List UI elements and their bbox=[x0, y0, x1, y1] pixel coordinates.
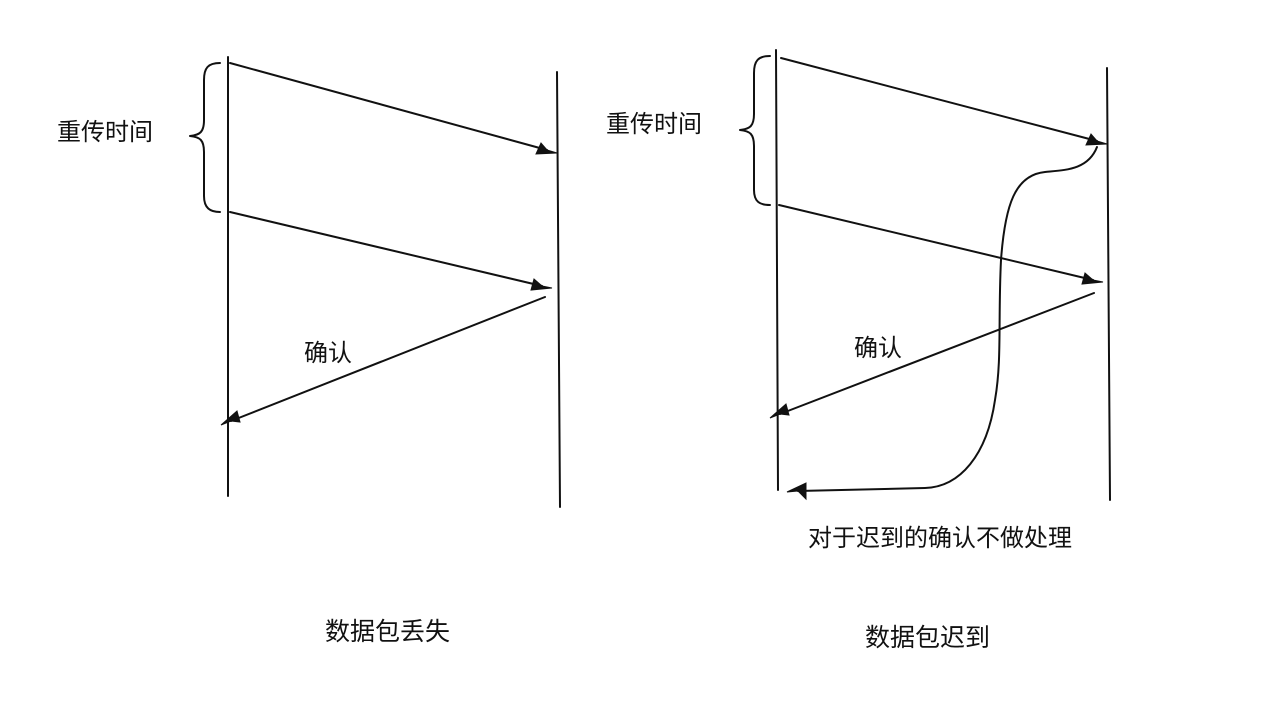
right-packet-arrow-1 bbox=[780, 57, 1108, 146]
right-receiver-timeline bbox=[1106, 67, 1111, 501]
left-packet-arrow-1 bbox=[229, 62, 558, 155]
left-ack-arrow bbox=[220, 296, 546, 426]
left-diagram: 重传时间 确认 数据包丢失 bbox=[57, 56, 561, 646]
right-diagram: 重传时间 确认 对于迟到的确认不做处理 数据包迟到 bbox=[606, 49, 1111, 652]
right-ack-arrow bbox=[769, 292, 1095, 419]
right-late-ack-note: 对于迟到的确认不做处理 bbox=[808, 524, 1072, 552]
left-packet-arrow-2 bbox=[229, 211, 553, 291]
right-retransmit-brace bbox=[739, 55, 771, 206]
right-brace-label: 重传时间 bbox=[606, 110, 702, 138]
right-sender-timeline bbox=[775, 49, 779, 491]
left-brace-label: 重传时间 bbox=[57, 118, 153, 146]
right-late-ack-arrow bbox=[786, 146, 1098, 501]
left-retransmit-brace bbox=[189, 62, 221, 213]
right-packet-arrow-2 bbox=[778, 204, 1104, 285]
left-ack-label: 确认 bbox=[304, 339, 352, 367]
right-caption: 数据包迟到 bbox=[865, 623, 990, 652]
right-ack-label: 确认 bbox=[854, 334, 902, 362]
left-caption: 数据包丢失 bbox=[325, 617, 450, 646]
left-receiver-timeline bbox=[556, 71, 561, 508]
